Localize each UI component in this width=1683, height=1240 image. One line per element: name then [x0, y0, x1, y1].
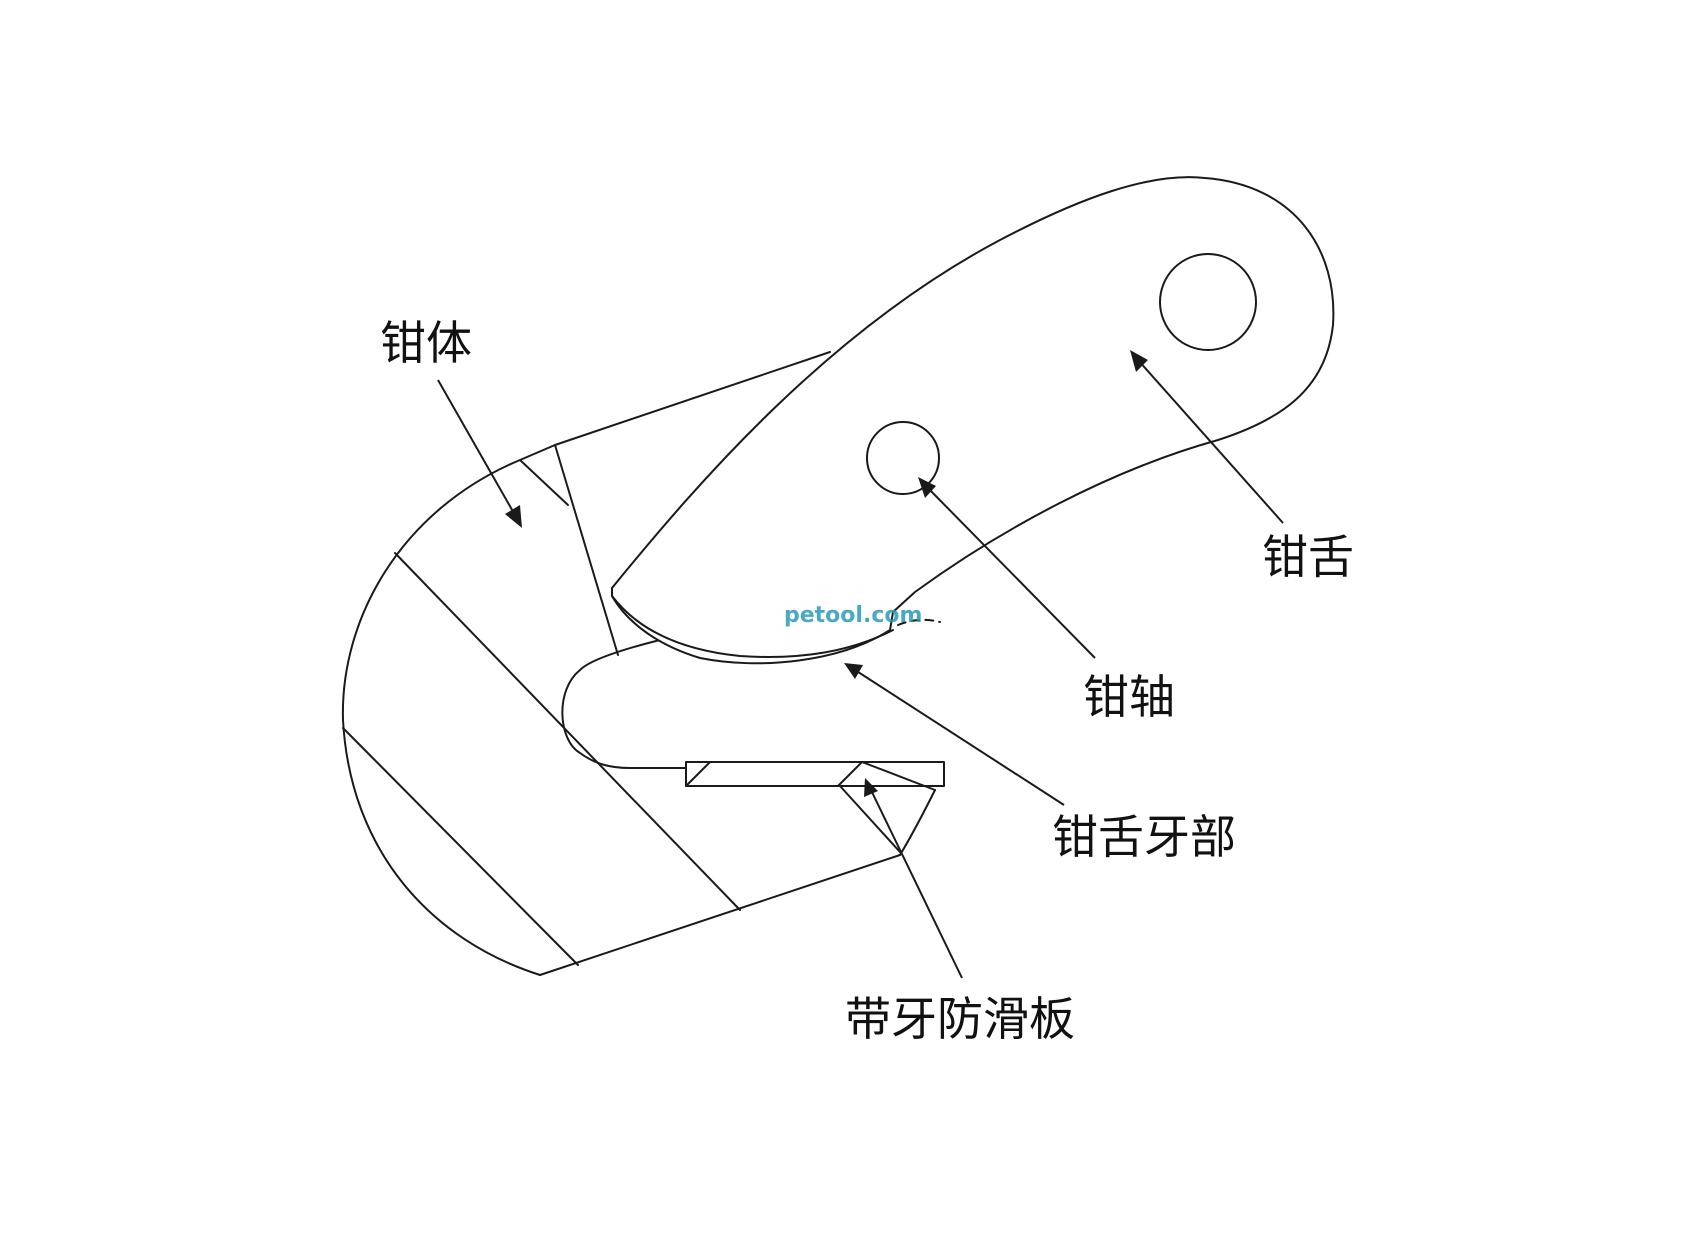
body-segment-line — [394, 552, 741, 911]
leader-tongue-teeth — [844, 663, 1065, 806]
shaft-hole — [866, 421, 940, 495]
plier-tongue — [611, 176, 1335, 665]
leader-plier-body — [437, 379, 522, 528]
tongue-teeth-edge — [611, 595, 894, 658]
leader-plier-shaft — [918, 477, 1096, 659]
body-segment-line — [342, 727, 579, 966]
label-antislip-plate: 带牙防滑板 — [845, 992, 1075, 1046]
plier-body-outline — [341, 351, 936, 976]
pivot-hole-large — [1159, 253, 1257, 351]
label-plier-tongue: 钳舌 — [1262, 530, 1354, 584]
leader-plier-tongue — [1130, 350, 1284, 524]
leader-antislip-plate — [864, 778, 963, 979]
watermark: petool.com — [784, 603, 923, 628]
body-segment-line — [554, 444, 619, 656]
body-segment-line — [519, 459, 569, 506]
label-tongue-teeth: 钳舌牙部 — [1052, 810, 1236, 864]
toothed-antislip-plate — [685, 761, 945, 853]
label-plier-shaft: 钳轴 — [1083, 670, 1175, 724]
label-plier-body: 钳体 — [380, 316, 472, 370]
